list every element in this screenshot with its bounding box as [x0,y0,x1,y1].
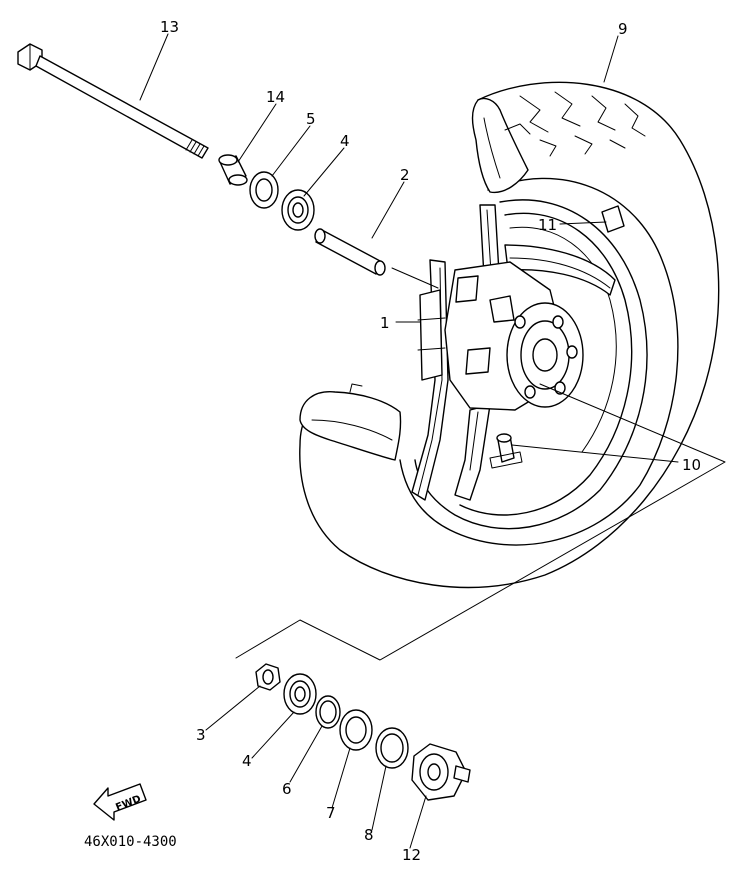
balance-weight [601,205,625,233]
label-part-14: 14 [266,88,285,106]
hub [417,261,584,411]
label-part-4-lower: 4 [242,752,252,770]
wheel-rim [414,199,648,530]
leader-lines [139,33,679,849]
oil-seal-upper [249,171,279,209]
label-part-10: 10 [682,456,701,474]
circlip [315,695,341,729]
nut [255,663,281,691]
collar [218,154,248,186]
bearing-lower [283,673,317,715]
label-part-5: 5 [306,110,316,128]
tire [299,81,720,589]
label-part-7: 7 [326,804,336,822]
bearing-upper [281,189,315,231]
label-part-4-upper: 4 [340,132,350,150]
label-part-9: 9 [618,20,628,38]
label-part-12: 12 [402,846,421,864]
label-part-2: 2 [400,166,410,184]
assembly-bracket [235,383,726,661]
label-part-8: 8 [364,826,374,844]
washer [375,727,409,769]
oil-seal-lower [339,709,373,751]
label-part-11: 11 [538,216,557,234]
label-part-1: 1 [380,314,390,332]
label-part-6: 6 [282,780,292,798]
forward-direction-arrow: FWD [93,783,147,821]
valve-stem [489,433,523,469]
speedometer-gear-unit [411,743,471,801]
label-part-3: 3 [196,726,206,744]
label-part-13: 13 [160,18,179,36]
drawing-code: 46X010-4300 [84,834,177,850]
axle [17,43,209,159]
spacer [314,228,386,276]
